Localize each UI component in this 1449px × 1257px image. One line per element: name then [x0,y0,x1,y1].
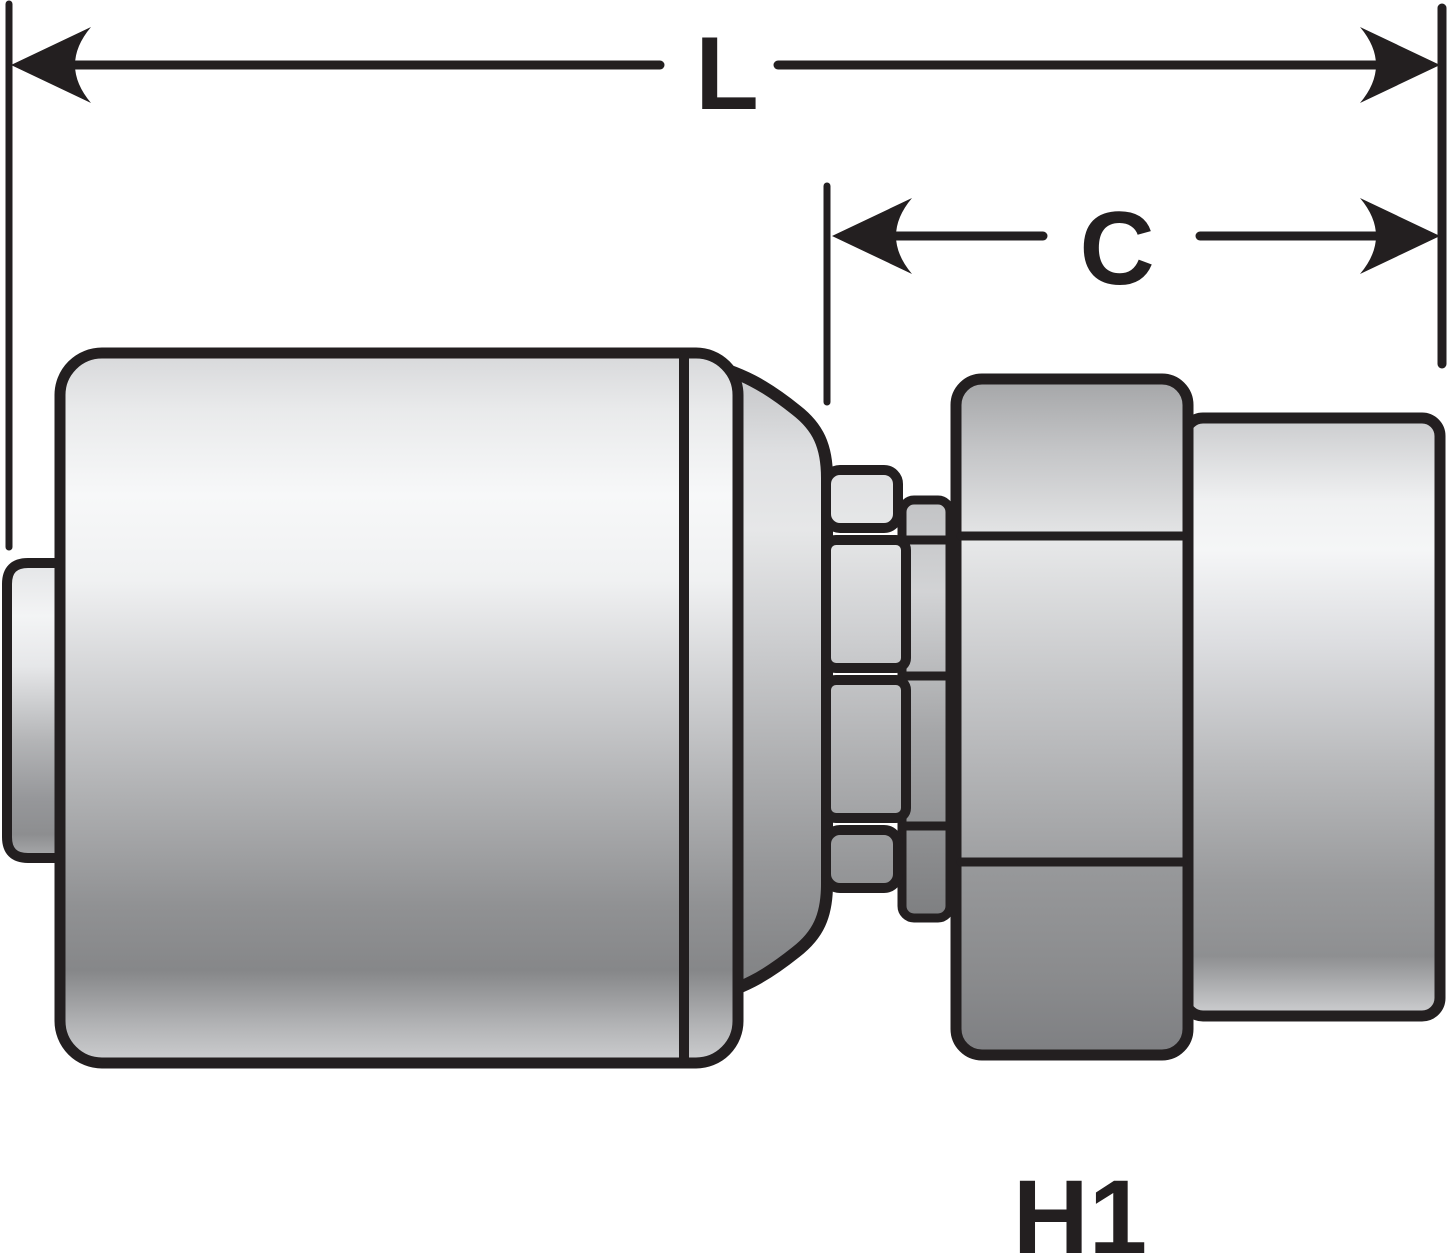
nut-flat-bottom [956,862,1188,1055]
collar-band-bottom [821,825,903,893]
arrowhead-left-icon [832,198,912,274]
dimension-C [832,198,1440,274]
collar-bands [821,465,911,893]
socket-end-cylinder [1179,412,1446,1022]
arrowhead-right-icon [1360,27,1440,103]
collar-band-top [821,465,903,533]
arrowhead-left-icon [11,27,91,103]
collar-band-lower [821,675,911,823]
nut-flat-middle [956,536,1188,862]
crimp-ferrule [54,347,744,1069]
hex-swivel-nut [950,373,1194,1061]
dimension-L [11,27,1440,103]
arrowhead-right-icon [1360,198,1440,274]
swivel-washer-ring [897,495,955,923]
dim-label-L: L [695,16,759,132]
collar-band-upper [821,535,911,673]
dimension-annotations [5,0,1447,551]
nut-flat-top [956,379,1188,536]
hex-size-label-H1: H1 [1013,1159,1147,1257]
dim-label-C: C [1079,191,1154,307]
fitting-body [2,347,1446,1069]
